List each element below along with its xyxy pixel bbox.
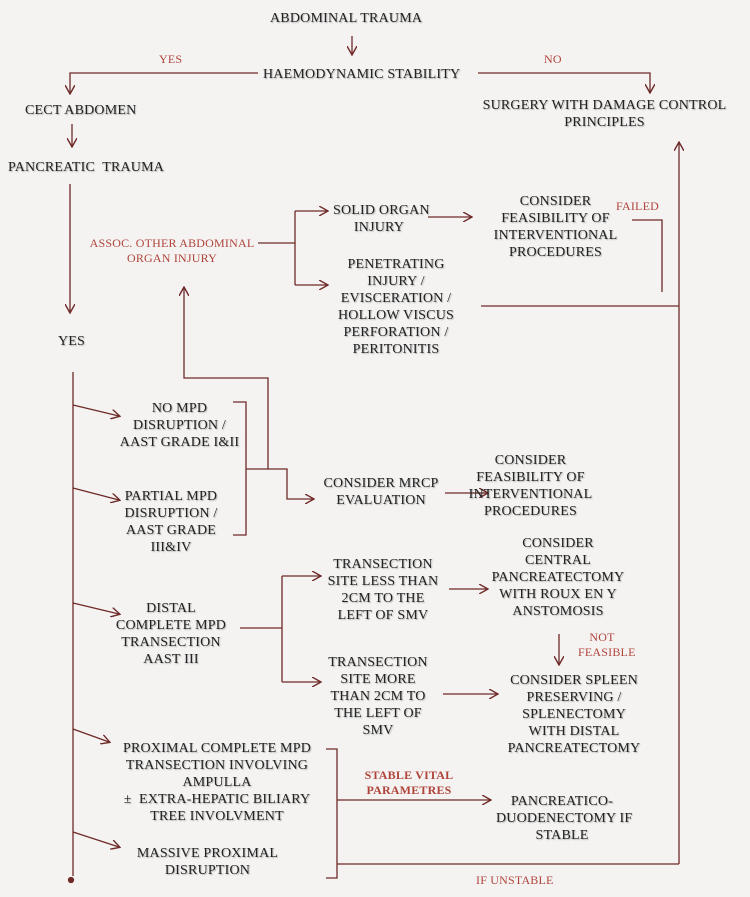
- node-yes: YES: [58, 334, 86, 349]
- arrow-to-proximal-mpd: [72, 728, 109, 742]
- rail-end-dot: [67, 876, 75, 884]
- edge-label-failed: FAILED: [616, 199, 659, 213]
- arrow-yes-to-cect: [70, 72, 258, 93]
- arrow-to-mrcp: [246, 468, 313, 499]
- arrow-to-no-mpd: [72, 404, 119, 416]
- edge-label-if-unstable: IF UNSTABLE: [476, 873, 554, 887]
- edge-label-no: NO: [544, 52, 562, 66]
- arrow-up-to-assoc: [184, 288, 269, 469]
- node-pancreatic-trauma: PANCREATIC TRAUMA: [8, 160, 165, 175]
- arrow-to-partial-mpd: [72, 487, 119, 500]
- arrow-no-to-surgery: [478, 72, 650, 92]
- line-failed-down: [632, 219, 663, 292]
- arrow-to-distal-mpd: [72, 602, 119, 614]
- node-cect-abdomen: CECT ABDOMEN: [25, 103, 137, 118]
- edge-label-yes: YES: [159, 52, 183, 66]
- node-haemodynamic-stability: HAEMODYNAMIC STABILITY: [263, 67, 461, 82]
- arrow-to-massive: [72, 831, 119, 847]
- bracket-proximal: [326, 748, 338, 879]
- node-abdominal-trauma: ABDOMINAL TRAUMA: [270, 11, 423, 26]
